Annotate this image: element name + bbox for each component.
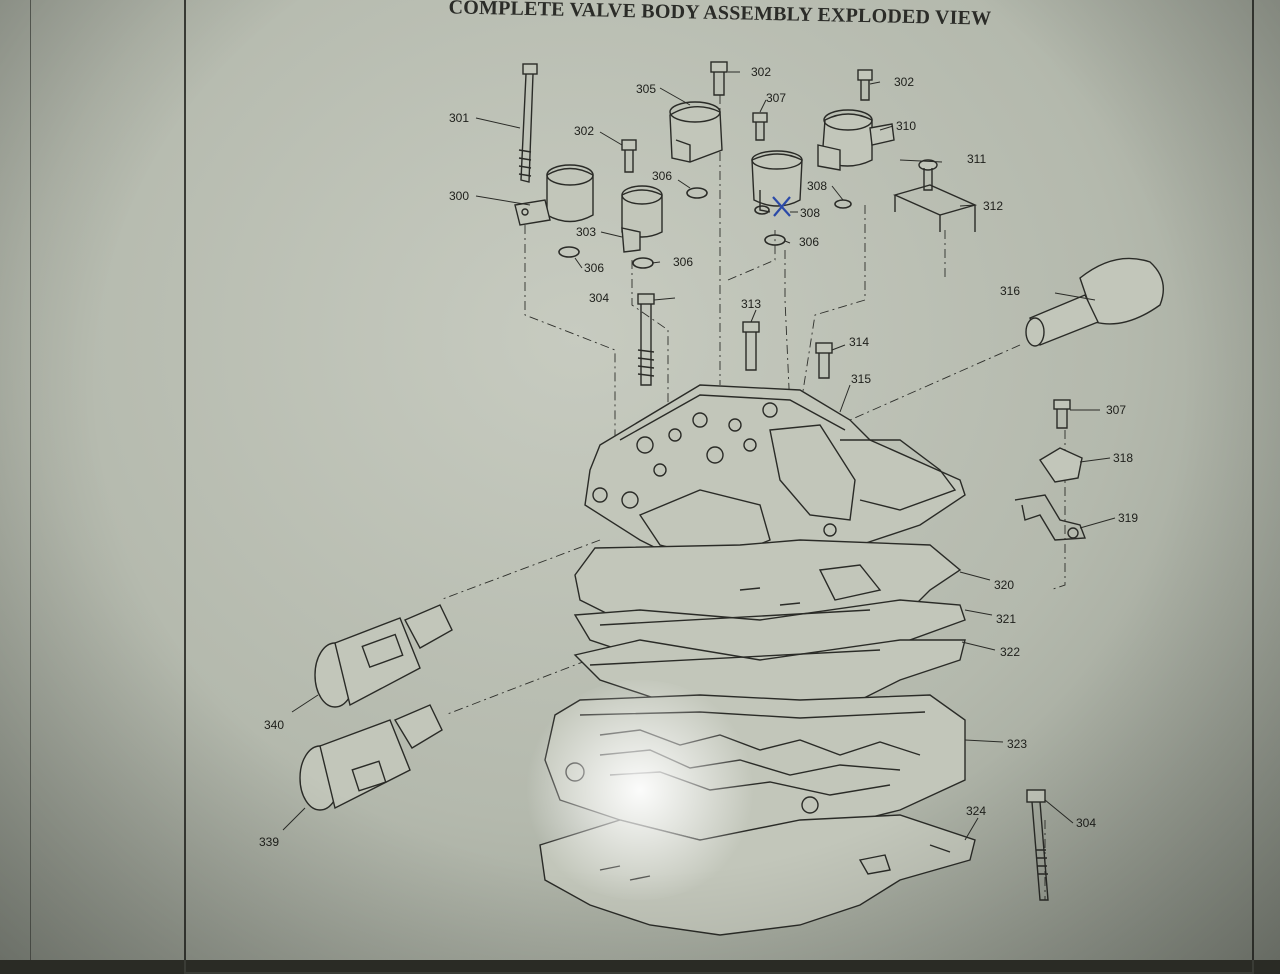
callout-302-right: 302 [894,75,914,89]
callout-306-a: 306 [652,169,672,183]
bolt-307-right [1053,399,1071,429]
callout-311: 311 [967,152,986,166]
o-rings-306 [558,187,852,269]
bolt-311 [918,159,938,191]
callout-314: 314 [849,335,869,349]
callout-308-a: 308 [807,179,827,193]
callout-307-right: 307 [1106,403,1126,417]
callout-312: 312 [983,199,1003,213]
callout-300: 300 [449,189,469,203]
bolt-304-upper [637,293,655,386]
bolt-302-center [710,61,728,96]
callout-305: 305 [636,82,656,96]
solenoid-340 [314,604,453,708]
solenoid-310 [817,109,895,171]
bolt-301 [518,63,538,183]
leader-lines [282,71,1116,841]
upper-valve-body-315 [584,384,966,581]
callout-316: 316 [1000,284,1020,298]
callout-301: 301 [449,111,469,125]
solenoid-303 [621,185,663,253]
callout-339: 339 [259,835,279,849]
bolt-302-left [621,139,637,173]
solenoid-305 [669,101,723,163]
callout-310: 310 [896,119,916,133]
left-margin-line [30,0,31,960]
handwritten-x-mark [772,196,791,217]
bolt-307-top [752,112,768,141]
callout-319: 319 [1118,511,1138,525]
clip-318 [1039,447,1083,483]
solenoid-300 [514,164,594,226]
callout-308-b: 308 [800,206,820,220]
callout-303: 303 [576,225,596,239]
callout-340: 340 [264,718,284,732]
callout-306-d: 306 [799,235,819,249]
callout-323: 323 [1007,737,1027,751]
bracket-319 [1014,494,1086,541]
bolt-314 [815,342,833,379]
callout-324: 324 [966,804,986,818]
bolt-313 [742,321,760,371]
callout-306-c: 306 [673,255,693,269]
callout-320: 320 [994,578,1014,592]
callout-318: 318 [1113,451,1133,465]
callout-302-left: 302 [574,124,594,138]
callout-313: 313 [741,297,761,311]
callout-321: 321 [996,612,1016,626]
callout-315: 315 [851,372,871,386]
callout-322: 322 [1000,645,1020,659]
bolt-304-lower [1026,789,1049,901]
plate-324 [539,814,976,936]
callout-304-upper: 304 [589,291,609,305]
callout-306-b: 306 [584,261,604,275]
bolt-302-right [857,69,873,101]
bracket-312 [892,184,978,232]
alignment-lines [439,95,1066,900]
callout-307-top: 307 [766,91,786,105]
callout-labels: 301 300 302 302 302 305 307 310 311 312 … [259,65,1138,849]
solenoid-316 [1025,257,1164,347]
solenoid-308 [751,150,803,213]
solenoid-339 [299,704,443,811]
callout-304-lower: 304 [1076,816,1096,830]
callout-302-center: 302 [751,65,771,79]
